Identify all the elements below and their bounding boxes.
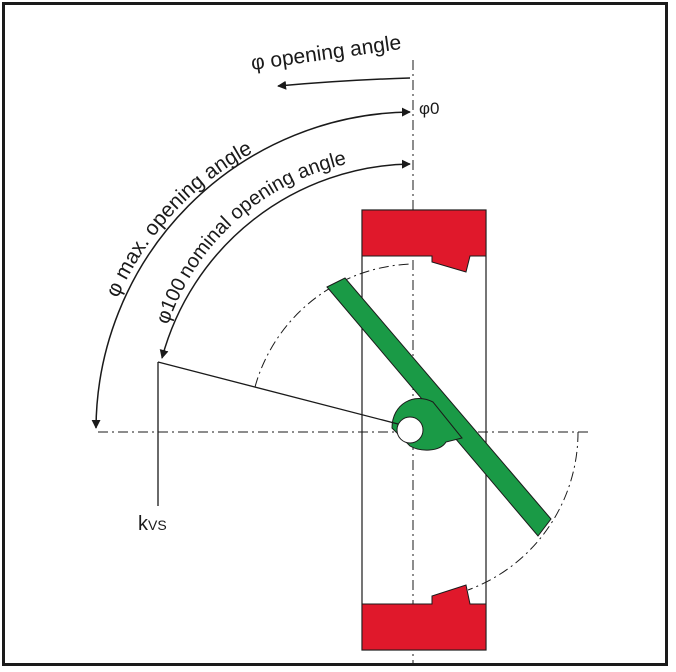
opening-angle-label: φ opening angle xyxy=(249,31,402,75)
disc-sweep-circle-lower xyxy=(467,431,579,591)
disc-plate xyxy=(326,277,552,537)
nominal-opening-angle-label: φ100nominal opening angle xyxy=(152,147,348,326)
max-opening-angle-arrow xyxy=(91,107,411,429)
kvs-k: k xyxy=(138,513,149,535)
phi-zero-label: φ0 xyxy=(419,99,439,118)
disc-hub-hole xyxy=(396,416,424,444)
disc-sweep-circle xyxy=(254,263,414,388)
bottom-seat xyxy=(361,584,487,651)
opening-angle-arrow xyxy=(277,77,411,90)
kvs-sub: VS xyxy=(148,517,167,533)
nominal-opening-angle-arrow xyxy=(159,159,411,359)
top-seat xyxy=(361,209,487,273)
kvs-label: kVS xyxy=(138,513,167,535)
